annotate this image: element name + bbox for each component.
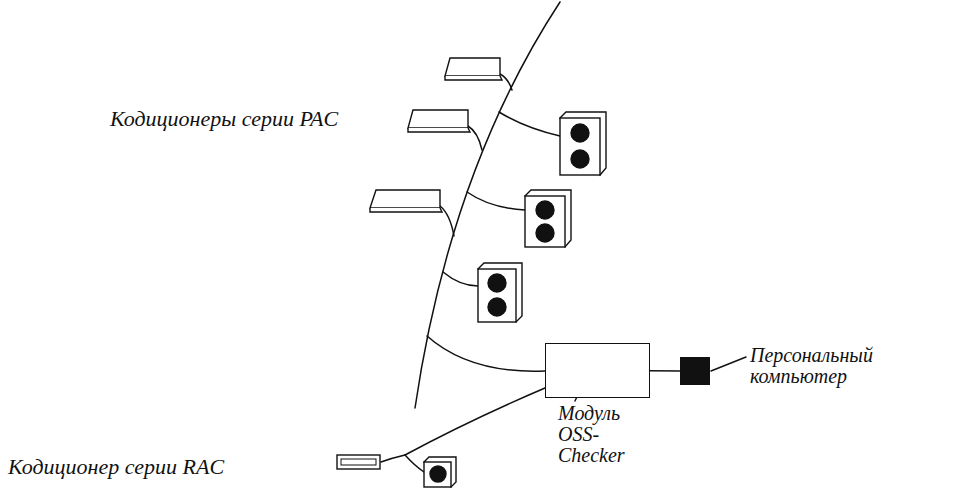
rac-wire: [381, 455, 405, 462]
indoor-wire: [440, 206, 454, 236]
indoor-unit: [408, 110, 470, 132]
indoor-wire: [468, 126, 482, 150]
rac-wire: [405, 388, 545, 455]
connector-line: [650, 370, 680, 371]
outdoor-unit: [478, 263, 522, 322]
module-box: Модуль OSS-Checker: [545, 343, 650, 398]
indoor-unit: [445, 58, 502, 80]
rac-indoor-unit: [337, 455, 380, 469]
outdoor-wire: [467, 192, 525, 210]
series-label: Кодиционер серии RAC: [8, 455, 224, 479]
computer-box: Персональный компьютер: [680, 357, 710, 385]
series-label: Кодиционеры серии PAC: [110, 107, 338, 131]
leader-line: [711, 357, 746, 371]
indoor-wire: [500, 74, 512, 90]
outdoor-wire: [443, 272, 478, 286]
rac-outdoor-unit: [424, 457, 456, 487]
callout-text: Персональный компьютер: [750, 345, 873, 387]
indoor-unit: [370, 190, 442, 212]
bus-branch: [427, 336, 545, 371]
rac-wire: [405, 455, 424, 472]
outdoor-wire: [499, 112, 560, 136]
outdoor-unit: [560, 112, 606, 175]
callout-text: Модуль OSS-Checker: [558, 403, 625, 466]
outdoor-unit: [525, 190, 571, 247]
